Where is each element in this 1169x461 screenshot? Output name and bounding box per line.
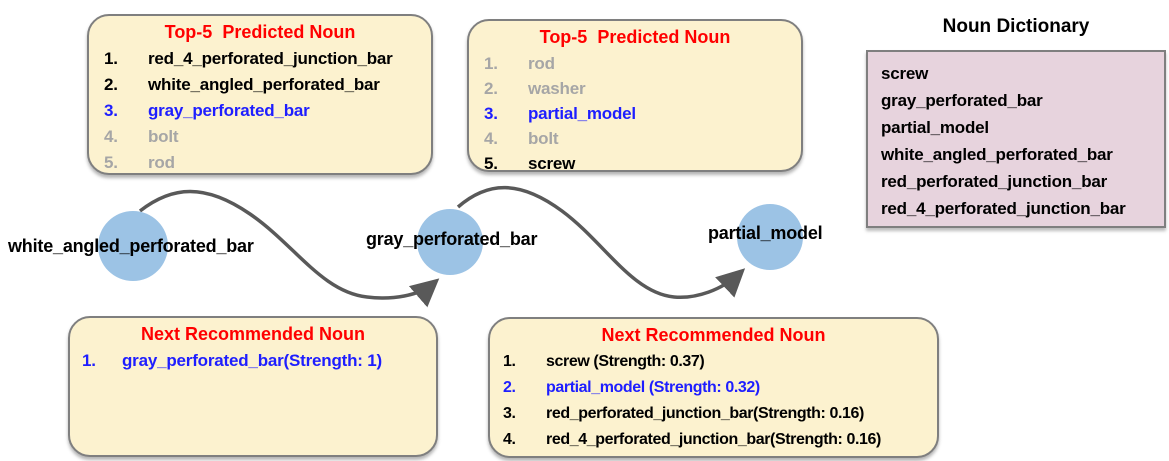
- item-label: partial_model: [528, 104, 636, 123]
- predicted-box-2-list: 1. rod 2. washer 3. partial_model 4. bol…: [469, 51, 801, 176]
- item-label: red_4_perforated_junction_bar: [148, 49, 393, 68]
- node-circle-gray-perforated-bar: [417, 209, 483, 275]
- recommended-item: 2. partial_model (Strength: 0.32): [490, 375, 937, 401]
- item-rank: 4.: [484, 129, 498, 148]
- item-label: bolt: [148, 127, 179, 146]
- item-rank: 1.: [503, 353, 516, 370]
- predicted-item: 1. red_4_perforated_junction_bar: [89, 46, 431, 72]
- predicted-item: 1. rod: [469, 51, 801, 76]
- node-circle-white-angled-perforated-bar: [98, 211, 168, 281]
- item-label: white_angled_perforated_bar: [148, 75, 380, 94]
- recommended-item: 4. red_4_perforated_junction_bar(Strengt…: [490, 427, 937, 453]
- predicted-item: 3. partial_model: [469, 101, 801, 126]
- recommended-item: 3. red_perforated_junction_bar(Strength:…: [490, 401, 937, 427]
- predicted-box-1-title: Top-5 Predicted Noun: [164, 22, 356, 42]
- noun-dictionary-title: Noun Dictionary: [942, 16, 1090, 37]
- predicted-item: 4. bolt: [89, 124, 431, 150]
- predicted-item: 2. white_angled_perforated_bar: [89, 72, 431, 98]
- dictionary-entry: white_angled_perforated_bar: [881, 145, 1113, 164]
- dictionary-entry: screw: [881, 64, 929, 83]
- predicted-item: 2. washer: [469, 76, 801, 101]
- node-circle-partial-model: [737, 204, 803, 270]
- node-label-gray-perforated-bar: gray_perforated_bar: [366, 229, 538, 249]
- dictionary-entry: red_4_perforated_junction_bar: [881, 199, 1126, 218]
- item-label: bolt: [528, 129, 559, 148]
- item-rank: 2.: [104, 75, 118, 94]
- dictionary-entry: gray_perforated_bar: [881, 91, 1043, 110]
- item-rank: 3.: [104, 101, 118, 120]
- recommended-box-2-title: Next Recommended Noun: [601, 325, 826, 345]
- item-rank: 3.: [503, 405, 516, 422]
- item-rank: 4.: [104, 127, 118, 146]
- item-label: gray_perforated_bar: [148, 101, 310, 120]
- item-label: screw: [528, 154, 576, 173]
- item-rank: 5.: [484, 154, 498, 173]
- item-rank: 2.: [503, 379, 516, 396]
- item-label: gray_perforated_bar(Strength: 1): [122, 351, 382, 370]
- recommended-item: 1. gray_perforated_bar(Strength: 1): [70, 348, 436, 374]
- item-label: screw (Strength: 0.37): [546, 353, 705, 370]
- item-rank: 4.: [503, 431, 516, 448]
- item-label: red_perforated_junction_bar(Strength: 0.…: [546, 405, 864, 422]
- item-label: rod: [528, 54, 555, 73]
- recommended-box-1: Next Recommended Noun 1. gray_perforated…: [68, 316, 438, 457]
- predicted-item: 3. gray_perforated_bar: [89, 98, 431, 124]
- recommended-box-1-title: Next Recommended Noun: [140, 324, 366, 344]
- recommended-box-2-list: 1. screw (Strength: 0.37) 2. partial_mod…: [490, 349, 937, 453]
- node-label-white-angled-perforated-bar: white_angled_perforated_bar: [8, 236, 254, 256]
- item-label: partial_model (Strength: 0.32): [546, 379, 760, 396]
- dictionary-entry: red_perforated_junction_bar: [881, 172, 1108, 191]
- predicted-box-2-title: Top-5 Predicted Noun: [539, 27, 731, 47]
- predicted-box-2: Top-5 Predicted Noun 1. rod 2. washer 3.…: [467, 19, 803, 173]
- item-label: rod: [148, 153, 175, 172]
- item-rank: 1.: [82, 351, 96, 370]
- item-rank: 1.: [104, 49, 118, 68]
- recommended-box-2: Next Recommended Noun 1. screw (Strength…: [488, 317, 939, 458]
- noun-dictionary-box: screw gray_perforated_bar partial_model …: [866, 50, 1166, 228]
- item-rank: 5.: [104, 153, 118, 172]
- item-rank: 3.: [484, 104, 498, 123]
- predicted-item: 5. screw: [469, 151, 801, 176]
- dictionary-entry: partial_model: [881, 118, 989, 137]
- predicted-box-1-list: 1. red_4_perforated_junction_bar 2. whit…: [89, 46, 431, 176]
- recommended-item: 1. screw (Strength: 0.37): [490, 349, 937, 375]
- predicted-item: 4. bolt: [469, 126, 801, 151]
- node-label-partial-model: partial_model: [708, 223, 823, 243]
- item-label: washer: [528, 79, 586, 98]
- predicted-box-1: Top-5 Predicted Noun 1. red_4_perforated…: [87, 14, 433, 175]
- predicted-item: 5. rod: [89, 150, 431, 176]
- item-rank: 1.: [484, 54, 498, 73]
- recommended-box-1-list: 1. gray_perforated_bar(Strength: 1): [70, 348, 436, 374]
- item-label: red_4_perforated_junction_bar(Strength: …: [546, 431, 881, 448]
- item-rank: 2.: [484, 79, 498, 98]
